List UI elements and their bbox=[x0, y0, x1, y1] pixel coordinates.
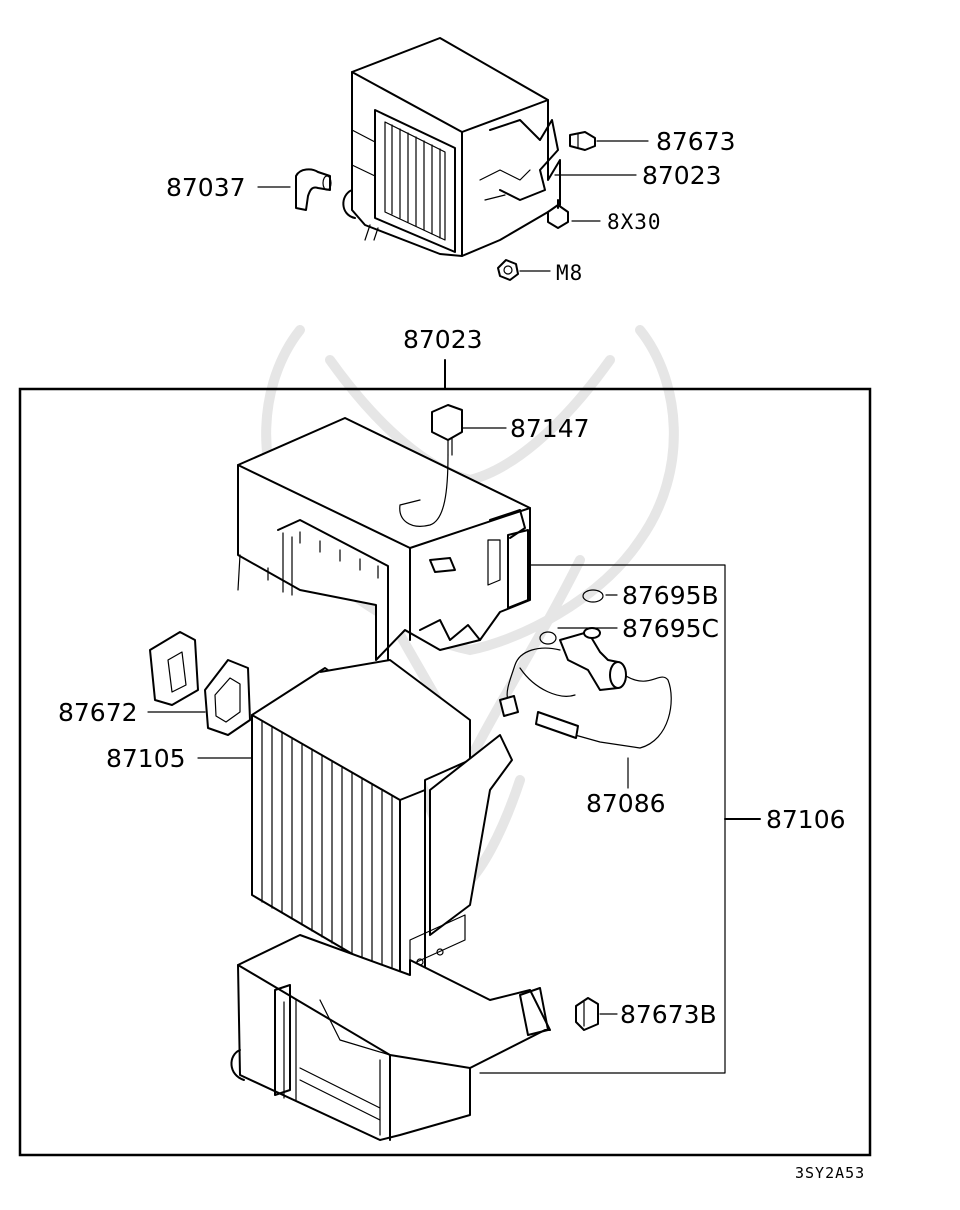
part-87086-expansion-valve bbox=[499, 627, 672, 749]
figure-code: 3SY2A53 bbox=[795, 1164, 865, 1182]
part-87037-drain-hose bbox=[295, 168, 332, 211]
label-87023-detail: 87023 bbox=[403, 325, 483, 354]
detail-frame bbox=[18, 387, 872, 1157]
label-87673B: 87673B bbox=[620, 1000, 717, 1029]
label-87023-top: 87023 bbox=[642, 161, 722, 190]
part-87147-sensor bbox=[399, 404, 463, 527]
label-87086: 87086 bbox=[586, 789, 666, 818]
label-87673: 87673 bbox=[656, 127, 736, 156]
part-nut-m8 bbox=[497, 259, 519, 281]
part-87695B-o-ring bbox=[582, 589, 604, 603]
label-87147: 87147 bbox=[510, 414, 590, 443]
part-87695C-o-ring bbox=[539, 631, 557, 645]
label-bolt: 8X30 bbox=[607, 210, 662, 234]
label-87037: 87037 bbox=[166, 173, 246, 202]
top-unit-housing bbox=[342, 37, 561, 257]
group-87106-bracket bbox=[479, 564, 761, 1074]
part-87105-evaporator bbox=[251, 659, 513, 983]
label-87695B: 87695B bbox=[622, 581, 719, 610]
upper-case bbox=[237, 417, 531, 661]
label-87672: 87672 bbox=[58, 698, 138, 727]
part-87673-clip bbox=[569, 131, 596, 151]
part-87672-packing bbox=[149, 631, 251, 736]
part-bolt-8x30 bbox=[547, 199, 569, 229]
label-87695C: 87695C bbox=[622, 614, 719, 643]
lower-case bbox=[230, 934, 551, 1141]
label-87106: 87106 bbox=[766, 805, 846, 834]
part-87673B-clip bbox=[575, 997, 599, 1031]
label-87105: 87105 bbox=[106, 744, 186, 773]
label-nut: M8 bbox=[556, 261, 583, 285]
